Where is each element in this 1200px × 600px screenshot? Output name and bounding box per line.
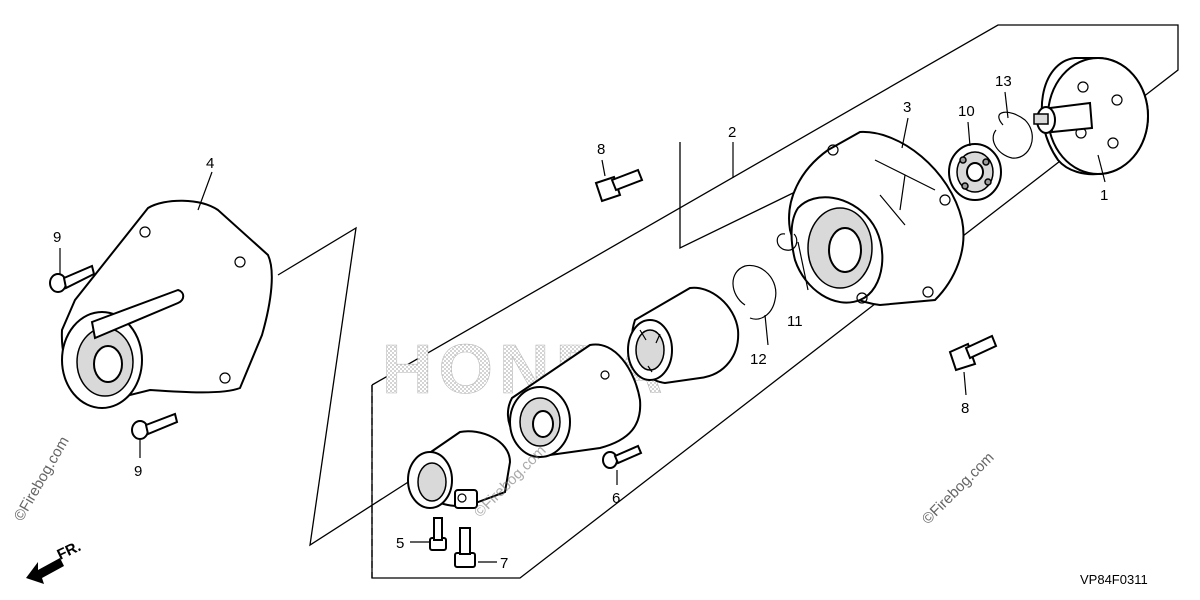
- bolt-9-top: [49, 264, 96, 293]
- bolt-8-top: [594, 168, 644, 203]
- callout-7: 7: [500, 555, 508, 572]
- circlip-small-part: [776, 233, 809, 291]
- callout-9-top: 9: [53, 229, 61, 246]
- leader-lines: [59, 91, 1106, 563]
- bolt-8-bottom: [948, 334, 998, 372]
- clamp-bracket-part: [407, 430, 512, 509]
- callout-13: 13: [995, 73, 1012, 90]
- callout-3: 3: [903, 99, 911, 116]
- gear-case-part: [788, 130, 965, 307]
- callout-6: 6: [612, 490, 620, 507]
- callout-9-bottom: 9: [134, 463, 142, 480]
- bolt-9-bottom: [131, 412, 179, 440]
- callout-8-top: 8: [597, 141, 605, 158]
- spline-sleeve-part: [627, 286, 740, 385]
- direction-label: FR.: [55, 538, 84, 564]
- callout-8-bottom: 8: [961, 400, 969, 417]
- callout-4: 4: [206, 155, 214, 172]
- callout-10: 10: [958, 103, 975, 120]
- watermark-right: ©Firebog.com: [919, 449, 998, 528]
- cone-housing-part: [506, 343, 642, 458]
- bolt-6: [602, 444, 643, 469]
- callout-5: 5: [396, 535, 404, 552]
- bolt-5: [429, 517, 447, 551]
- assembly-frame: [277, 24, 1179, 579]
- callout-1: 1: [1100, 187, 1108, 204]
- callout-12: 12: [750, 351, 767, 368]
- callout-11: 11: [787, 313, 803, 330]
- clutch-drum-part: [1033, 57, 1149, 176]
- bearing-part: [948, 143, 1002, 201]
- outer-housing-part: [60, 199, 273, 409]
- callout-2: 2: [728, 124, 736, 141]
- snap-ring-large-part: [992, 111, 1033, 159]
- snap-ring-internal-part: [732, 264, 777, 346]
- front-direction-arrow-icon: [26, 558, 64, 584]
- bolt-7: [454, 527, 476, 568]
- watermark-left: ©Firebog.com: [11, 434, 73, 524]
- diagram-code: VP84F0311: [1080, 572, 1148, 587]
